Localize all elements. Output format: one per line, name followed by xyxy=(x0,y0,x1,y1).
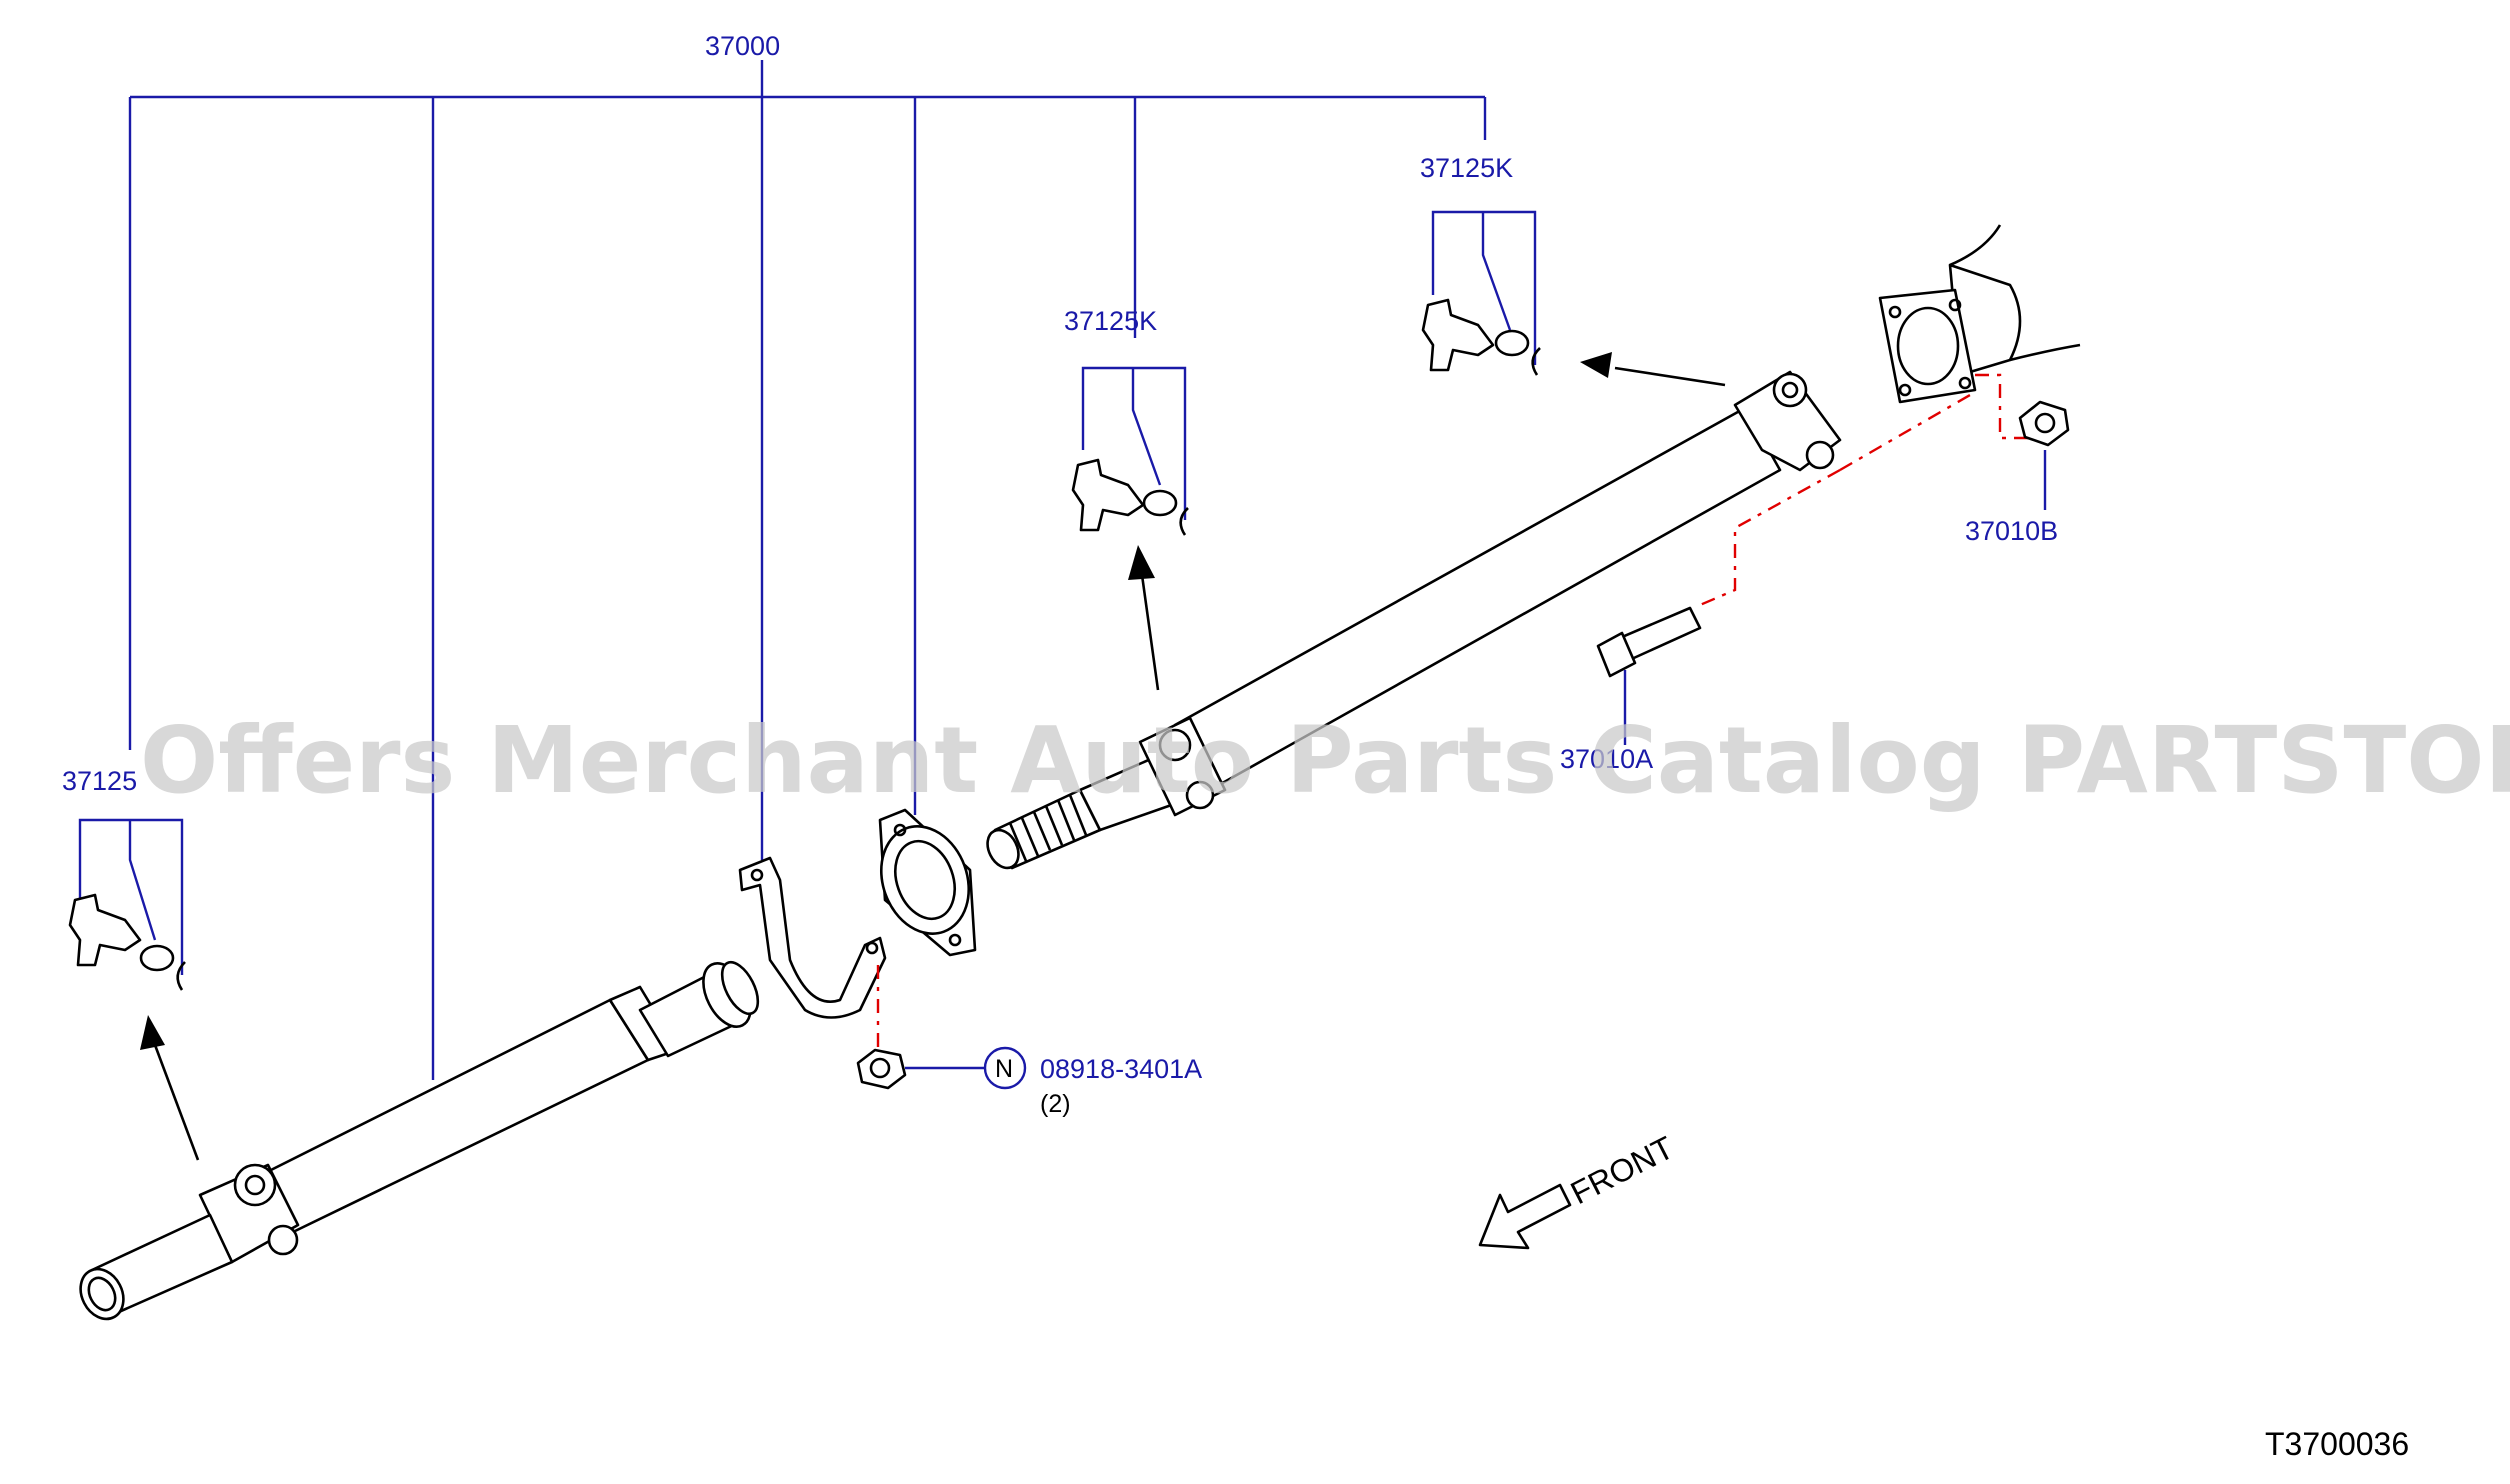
flange-bolt xyxy=(1596,606,1702,745)
diagram-reference: T3700036 xyxy=(2265,1426,2409,1462)
flange-nut xyxy=(2018,400,2070,510)
callout-assembly[interactable]: 37000 xyxy=(705,31,780,61)
callout-joint-kit-center[interactable]: 37125K xyxy=(1064,306,1157,336)
joint-kit-rear-leaders xyxy=(1431,210,1537,365)
assembly-centerlines xyxy=(876,373,2030,1050)
front-direction-arrow xyxy=(1478,1183,1572,1250)
front-label: FRONT xyxy=(1565,1129,1680,1211)
arrow-rear-joint xyxy=(1580,352,1726,387)
callout-bracket-nut[interactable]: 08918-3401A xyxy=(1040,1054,1202,1084)
differential-flange xyxy=(1878,224,2081,404)
center-bearing xyxy=(878,808,977,957)
callout-joint-kit-rear[interactable]: 37125K xyxy=(1420,153,1513,183)
callout-flange-bolt[interactable]: 37010A xyxy=(1560,744,1653,774)
assembly-leader-lines xyxy=(128,60,1487,1080)
callout-joint-kit-front[interactable]: 37125 xyxy=(62,766,137,796)
front-shaft xyxy=(79,960,760,1321)
callout-flange-nut[interactable]: 37010B xyxy=(1965,516,2058,546)
center-bearing-strap xyxy=(738,856,887,1019)
joint-kit-front xyxy=(68,893,186,991)
arrow-front-joint xyxy=(140,1015,200,1161)
bracket-nut xyxy=(856,1046,1027,1090)
arrow-center-joint xyxy=(1128,545,1160,691)
callout-bracket-nut-symbol: N xyxy=(995,1055,1013,1083)
joint-kit-center xyxy=(1071,458,1189,536)
joint-kit-rear xyxy=(1421,298,1541,376)
joint-kit-center-leaders xyxy=(1081,366,1187,520)
watermark-text: Offers Merchant Auto Parts Catalog PARTS… xyxy=(140,707,2510,814)
rear-shaft xyxy=(986,370,1842,870)
callout-bracket-nut-qty: (2) xyxy=(1040,1090,1071,1118)
